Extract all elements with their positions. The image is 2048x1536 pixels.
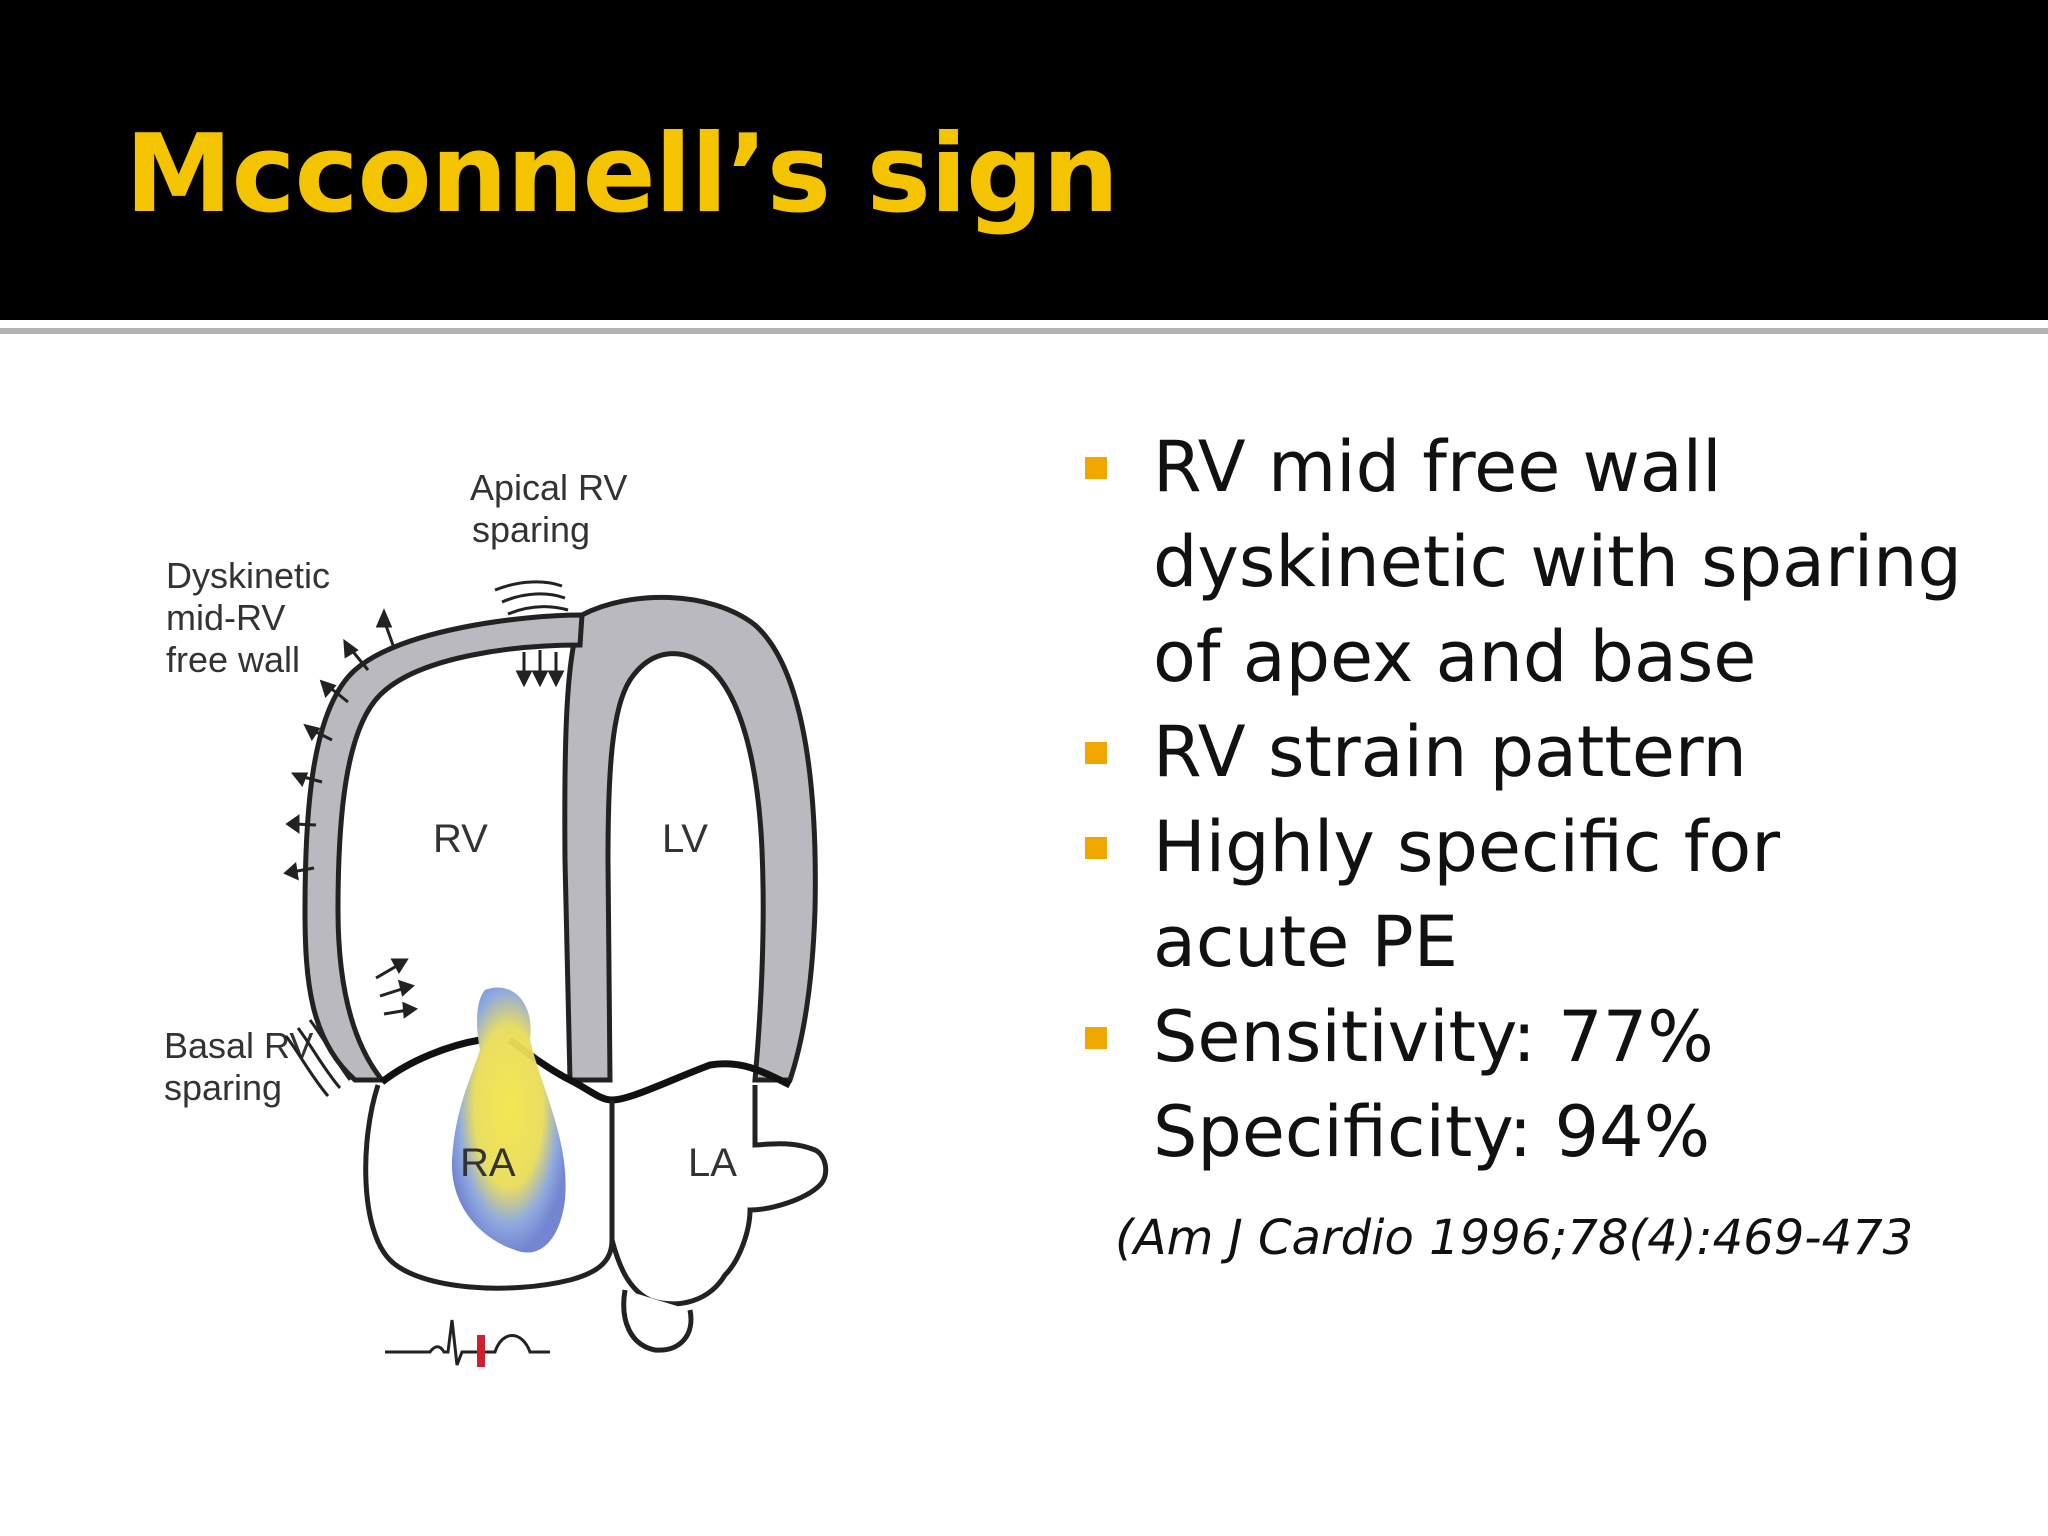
chamber-label-la: LA (688, 1141, 737, 1185)
label-basal-rv: Basal RV (164, 1025, 313, 1066)
bullet-marker (1085, 457, 1107, 479)
bullet-text: of apex and base (1153, 616, 1757, 698)
basal-sparing-arcs (284, 1019, 352, 1097)
bullet-item: Sensitivity: 77% Specificity: 94% (1085, 990, 2015, 1180)
title-bar: Mcconnell’s sign (0, 0, 2048, 320)
tricuspid-jet (451, 987, 566, 1253)
atria-outline (363, 1084, 829, 1307)
citation: (Am J Cardio 1996;78(4):469-473 (1115, 1210, 1914, 1266)
bullet-text: Highly specific for (1153, 806, 1780, 888)
heart-diagram-svg: Apical RV sparing Dyskinetic mid-RV free… (164, 467, 829, 1367)
heart-diagram: Apical RV sparing Dyskinetic mid-RV free… (150, 440, 930, 1380)
chamber-label-lv: LV (662, 817, 708, 861)
chamber-label-ra: RA (460, 1141, 516, 1185)
label-apical-rv: Apical RV (470, 467, 627, 508)
slide-title: Mcconnell’s sign (125, 112, 1119, 237)
header-divider (0, 328, 2048, 334)
bullet-text: RV strain pattern (1153, 711, 1747, 793)
bullet-item: Highly specific for acute PE (1085, 800, 2015, 990)
label-dyskinetic: Dyskinetic (166, 555, 330, 596)
apex-sparing-arcs (494, 580, 569, 616)
apex-arrows (515, 650, 565, 688)
bullet-marker (1085, 742, 1107, 764)
dyskinesis-arrows (283, 608, 396, 881)
ecg-trace (385, 1319, 550, 1367)
bullet-text: Sensitivity: 77% (1153, 996, 1714, 1078)
bullet-text: acute PE (1153, 901, 1458, 983)
label-apical-sparing: sparing (472, 509, 590, 550)
lower-appendage (621, 1289, 694, 1353)
label-mid-rv: mid-RV (166, 597, 285, 638)
label-basal-sparing: sparing (164, 1067, 282, 1108)
chamber-label-rv: RV (433, 817, 488, 861)
bullet-marker (1085, 837, 1107, 859)
bullet-item: RV mid free wall dyskinetic with sparing… (1085, 420, 2015, 705)
bullet-text: RV mid free wall (1153, 426, 1722, 508)
rv-wall (302, 612, 585, 1083)
lv-wall (562, 594, 818, 1083)
bullet-item: RV strain pattern (1085, 705, 2015, 800)
bullet-text: Specificity: 94% (1153, 1091, 1711, 1173)
label-free-wall: free wall (166, 639, 300, 680)
basal-arrows (375, 958, 419, 1019)
bullet-list: RV mid free wall dyskinetic with sparing… (1085, 420, 2015, 1180)
bullet-marker (1085, 1027, 1107, 1049)
valve-plane (379, 1036, 792, 1104)
bullet-text: dyskinetic with sparing (1153, 521, 1962, 603)
